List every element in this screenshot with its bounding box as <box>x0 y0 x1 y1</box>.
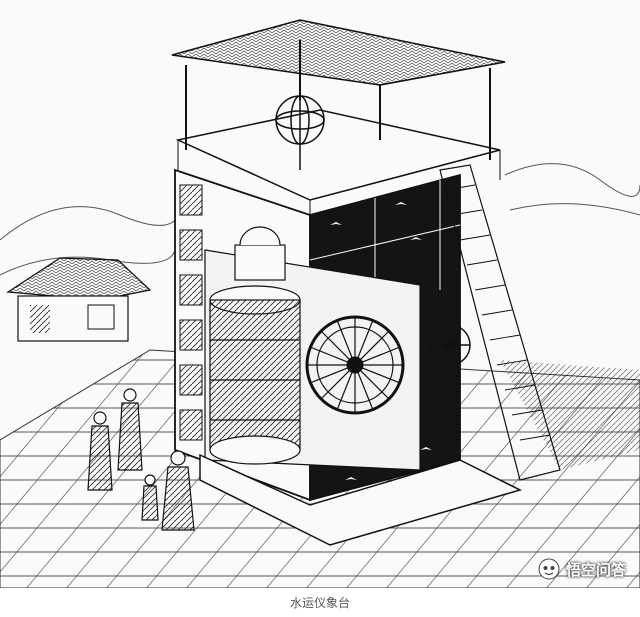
robed-figures <box>87 388 195 531</box>
bird-motifs <box>330 202 432 480</box>
staircase <box>439 164 561 481</box>
water-wheel <box>305 315 405 415</box>
watermark: 悟空问答 <box>538 558 626 580</box>
background-mountains <box>0 163 640 276</box>
astronomical-clock-tower-illustration <box>0 19 640 588</box>
armillary-sphere <box>275 95 325 170</box>
time-drum-figures <box>209 285 301 465</box>
tower-base <box>199 453 523 546</box>
left-pavilion <box>6 257 152 342</box>
image-caption: 水运仪象台 <box>289 596 350 610</box>
wukong-logo-icon <box>538 558 560 580</box>
small-gear-wheel <box>429 324 471 366</box>
watermark-text: 悟空问答 <box>565 560 626 579</box>
left-face-panels <box>179 184 203 441</box>
shadow-area <box>500 360 640 470</box>
tower-roof <box>171 19 506 86</box>
celestial-globe <box>234 226 286 281</box>
